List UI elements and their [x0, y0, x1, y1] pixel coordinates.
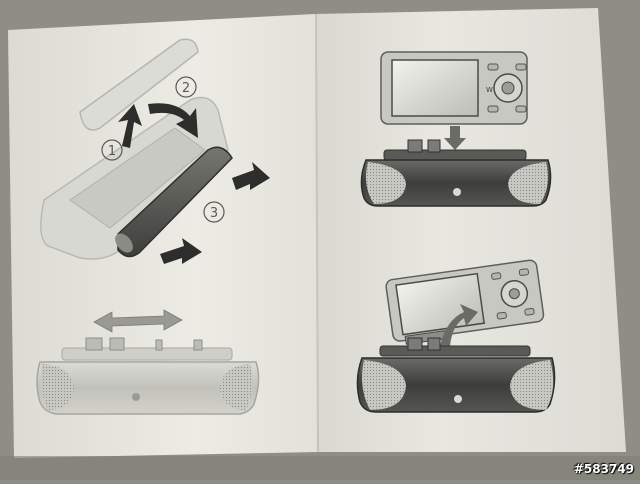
- step-1-circle: [101, 139, 123, 161]
- arrow-left-icon: [232, 162, 270, 190]
- step-3-label: 3: [210, 206, 218, 221]
- step-2-circle: [175, 76, 197, 98]
- step-2-label: 2: [182, 81, 190, 96]
- phone-remove-dock: [356, 259, 556, 413]
- page-fold: [315, 13, 319, 453]
- double-arrow-icon: [93, 309, 183, 333]
- curved-arrow-icon: [148, 103, 198, 138]
- step-1-label: 1: [108, 144, 116, 159]
- step-3-circle: [203, 201, 225, 223]
- phone-insert-dock: W: [360, 51, 552, 207]
- speaker-dock-width-adjust: [36, 309, 260, 415]
- arrow-down-icon: [444, 126, 466, 150]
- battery-install-diagram: 1 2 3: [40, 38, 270, 264]
- svg-text:W: W: [486, 86, 493, 94]
- desk-shadow: [0, 456, 640, 480]
- watermark-text: #583749: [573, 462, 634, 476]
- arrow-up-icon: [118, 104, 142, 148]
- curved-arrow-up-icon: [440, 304, 478, 346]
- arrow-left-icon-2: [160, 238, 202, 264]
